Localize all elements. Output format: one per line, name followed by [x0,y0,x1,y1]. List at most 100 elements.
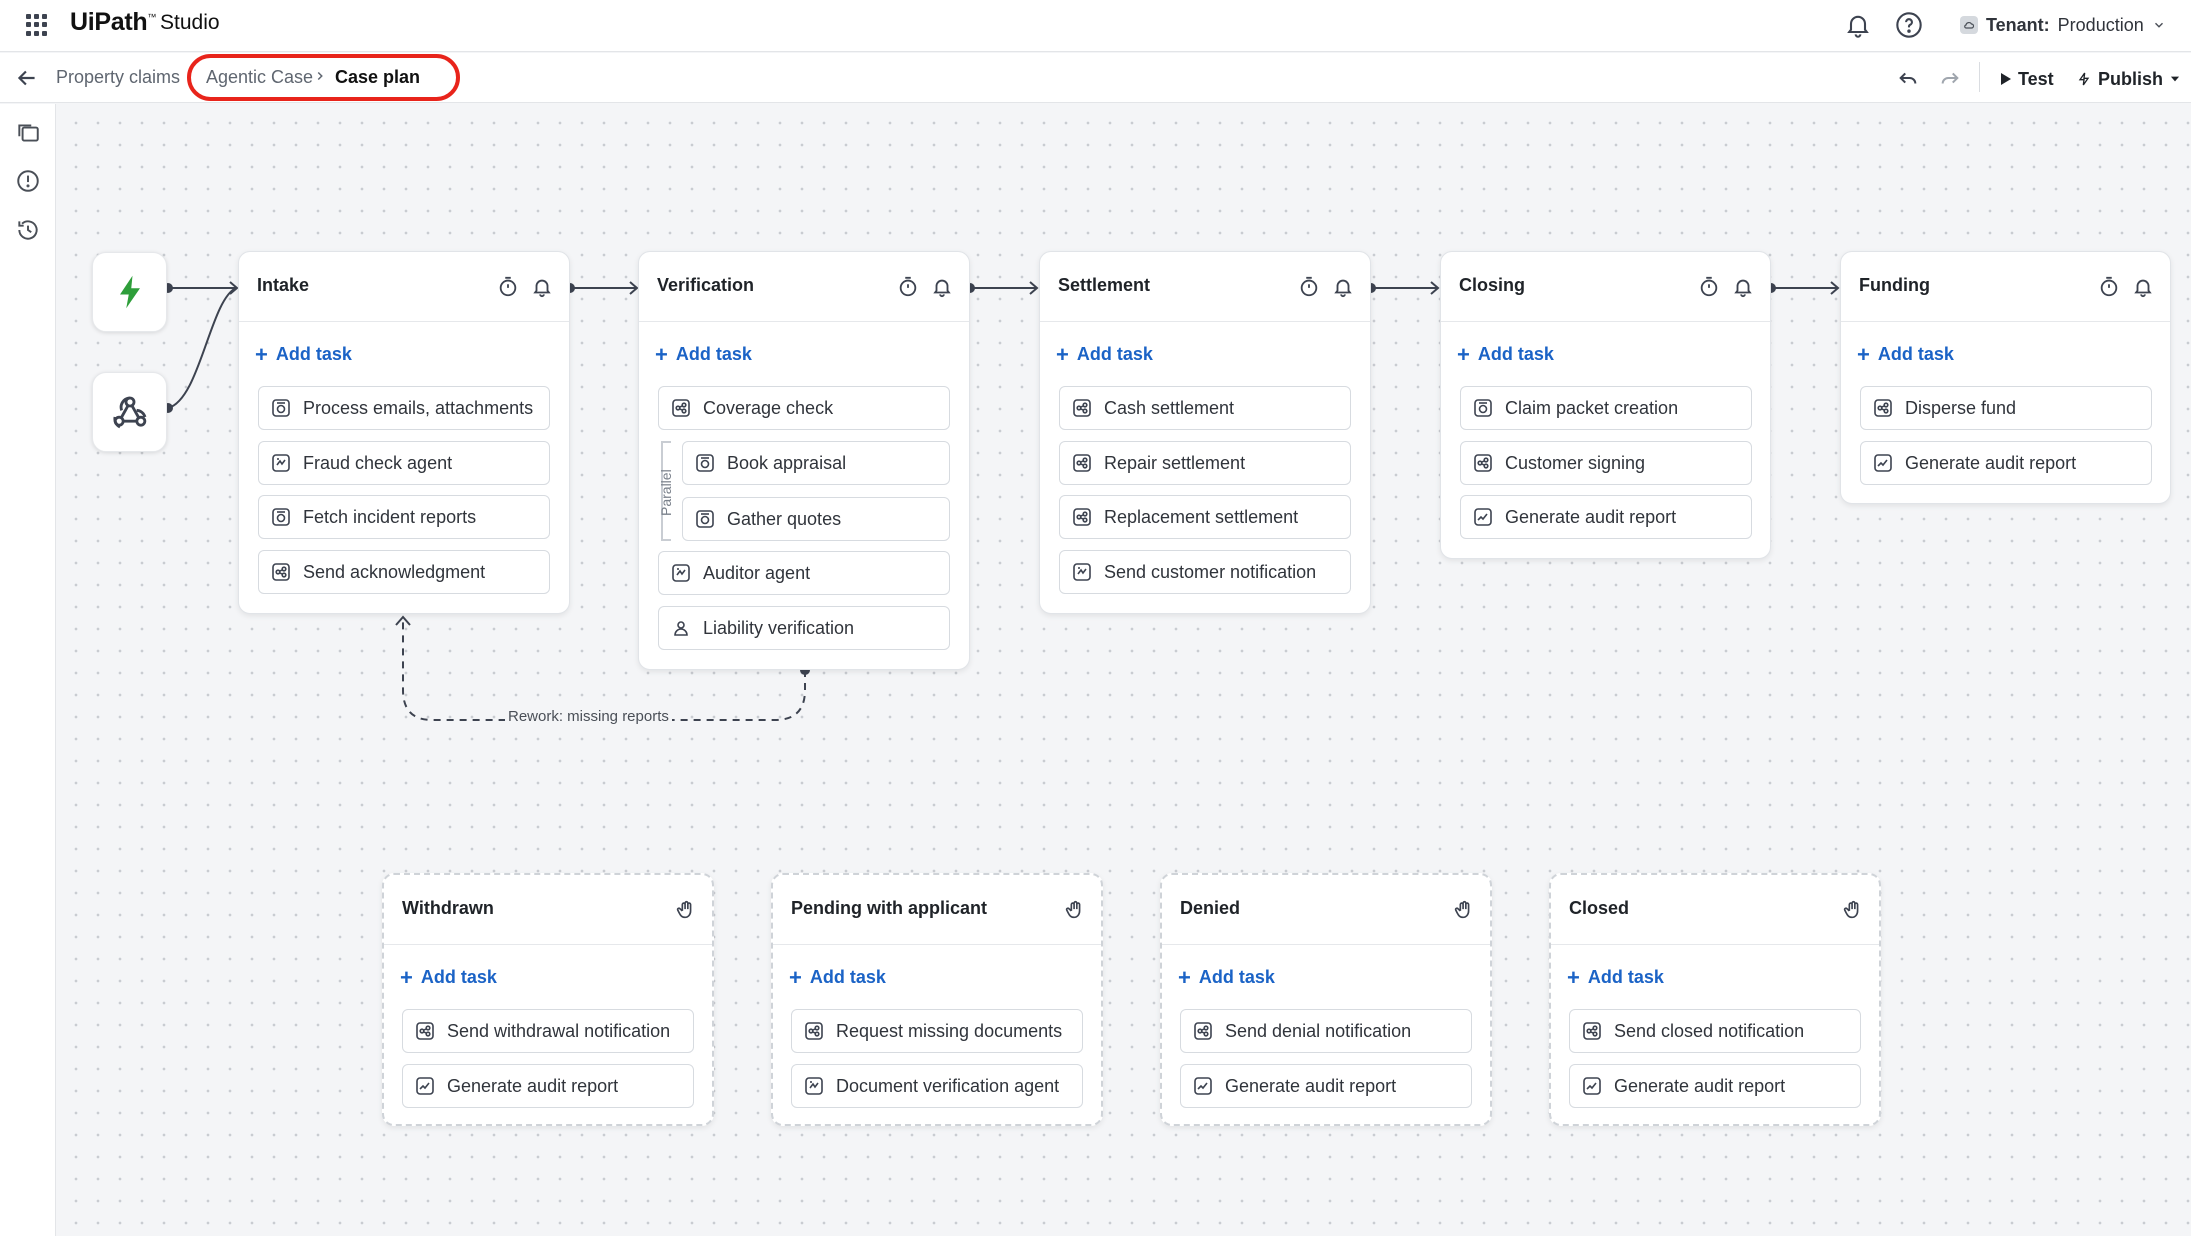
task-send-acknowledgment[interactable]: Send acknowledgment [258,550,550,594]
task-generate-audit-report[interactable]: Generate audit report [1569,1064,1861,1108]
add-task-button[interactable]: +Add task [1857,341,1954,367]
add-task-button[interactable]: +Add task [1178,964,1275,990]
task-send-customer-notification[interactable]: Send customer notification [1059,550,1351,594]
hand-icon[interactable] [675,899,697,921]
task-customer-signing[interactable]: Customer signing [1460,441,1752,485]
task-replacement-settlement[interactable]: Replacement settlement [1059,495,1351,539]
bell-icon[interactable] [931,276,953,298]
add-task-button[interactable]: +Add task [1056,341,1153,367]
rpa-task-icon [272,399,290,417]
timer-icon[interactable] [897,276,919,298]
task-process-emails[interactable]: Process emails, attachments [258,386,550,430]
undo-icon[interactable] [1897,67,1919,89]
bell-icon[interactable] [531,276,553,298]
rpa-task-icon [696,454,714,472]
webhook-trigger[interactable] [92,372,167,452]
person-icon [674,621,688,636]
alert-icon[interactable] [15,168,41,194]
publish-button[interactable]: Publish [2076,65,2163,93]
history-icon[interactable] [15,217,41,243]
report-task-icon [416,1077,434,1095]
stage-title: Intake [257,275,310,295]
task-request-missing-documents[interactable]: Request missing documents [791,1009,1083,1053]
breadcrumb-property-claims[interactable]: Property claims [56,67,181,87]
test-button[interactable]: Test [2000,65,2054,93]
workflow-task-icon [672,399,690,417]
task-claim-packet-creation[interactable]: Claim packet creation [1460,386,1752,430]
timer-icon[interactable] [1698,276,1720,298]
stage-closed[interactable]: Closed +Add task Send closed notificatio… [1549,873,1881,1126]
workflow-task-icon [1073,399,1091,417]
publish-dropdown-icon[interactable] [2168,72,2182,86]
stage-closing[interactable]: Closing +Add task Claim packet creation … [1440,251,1771,559]
task-document-verification-agent[interactable]: Document verification agent [791,1064,1083,1108]
back-arrow-icon[interactable] [14,65,40,91]
timer-icon[interactable] [497,276,519,298]
task-generate-audit-report[interactable]: Generate audit report [1180,1064,1472,1108]
stage-title: Verification [657,275,755,295]
add-task-button[interactable]: +Add task [255,341,352,367]
report-task-icon [1194,1077,1212,1095]
stage-pending-with-applicant[interactable]: Pending with applicant +Add task Request… [771,873,1103,1126]
folder-icon[interactable] [15,120,41,146]
task-coverage-check[interactable]: Coverage check [658,386,950,430]
play-icon [2001,73,2011,85]
hand-icon[interactable] [1064,899,1086,921]
task-generate-audit-report[interactable]: Generate audit report [1460,495,1752,539]
stage-funding[interactable]: Funding +Add task Disperse fund Generate… [1840,251,2171,504]
task-repair-settlement[interactable]: Repair settlement [1059,441,1351,485]
timer-icon[interactable] [1298,276,1320,298]
uipath-logo[interactable]: UiPath™ [70,8,157,36]
bell-icon[interactable] [2132,276,2154,298]
stage-verification[interactable]: Verification +Add task Coverage check Pa… [638,251,970,670]
add-task-button[interactable]: +Add task [655,341,752,367]
breadcrumb-case-plan: Case plan [335,67,421,87]
product-name: Studio [160,11,220,34]
task-fetch-incident-reports[interactable]: Fetch incident reports [258,495,550,539]
left-rail [0,104,56,1236]
stage-withdrawn[interactable]: Withdrawn +Add task Send withdrawal noti… [382,873,714,1126]
task-book-appraisal[interactable]: Book appraisal [682,441,950,485]
stage-denied[interactable]: Denied +Add task Send denial notificatio… [1160,873,1492,1126]
bell-icon[interactable] [1732,276,1754,298]
redo-icon[interactable] [1939,67,1961,89]
timer-icon[interactable] [2098,276,2120,298]
manual-trigger[interactable] [92,252,167,332]
lightning-icon [119,275,140,309]
chevron-down-icon [2154,22,2163,28]
top-bar: UiPath™ Studio Tenant: Production [0,0,2191,52]
breadcrumb-agentic-case[interactable]: Agentic Case [206,67,314,87]
bell-icon[interactable] [1332,276,1354,298]
rpa-task-icon [1474,399,1492,417]
agent-task-icon [272,454,290,472]
apps-grid-icon[interactable] [26,14,48,36]
help-icon[interactable] [1895,11,1923,39]
task-generate-audit-report[interactable]: Generate audit report [402,1064,694,1108]
task-send-closed-notification[interactable]: Send closed notification [1569,1009,1861,1053]
task-disperse-fund[interactable]: Disperse fund [1860,386,2152,430]
add-task-button[interactable]: +Add task [400,964,497,990]
task-cash-settlement[interactable]: Cash settlement [1059,386,1351,430]
report-task-icon [1474,508,1492,526]
toolbar-divider [1979,62,1980,92]
workflow-task-icon [272,563,290,581]
task-send-withdrawal-notification[interactable]: Send withdrawal notification [402,1009,694,1053]
add-task-button[interactable]: +Add task [1567,964,1664,990]
task-send-denial-notification[interactable]: Send denial notification [1180,1009,1472,1053]
stage-settlement[interactable]: Settlement +Add task Cash settlement Rep… [1039,251,1371,614]
hand-icon[interactable] [1842,899,1864,921]
task-gather-quotes[interactable]: Gather quotes [682,497,950,541]
stage-title: Funding [1859,275,1930,295]
stage-header: Intake [239,252,569,322]
stage-intake[interactable]: Intake +Add task Process emails, attachm… [238,251,570,614]
workflow-task-icon [1073,508,1091,526]
task-liability-verification[interactable]: Liability verification [658,606,950,650]
bell-icon[interactable] [1844,11,1872,39]
task-fraud-check-agent[interactable]: Fraud check agent [258,441,550,485]
tenant-selector[interactable]: Tenant: Production [1960,11,2166,39]
task-auditor-agent[interactable]: Auditor agent [658,551,950,595]
task-generate-audit-report[interactable]: Generate audit report [1860,441,2152,485]
hand-icon[interactable] [1453,899,1475,921]
add-task-button[interactable]: +Add task [1457,341,1554,367]
add-task-button[interactable]: +Add task [789,964,886,990]
